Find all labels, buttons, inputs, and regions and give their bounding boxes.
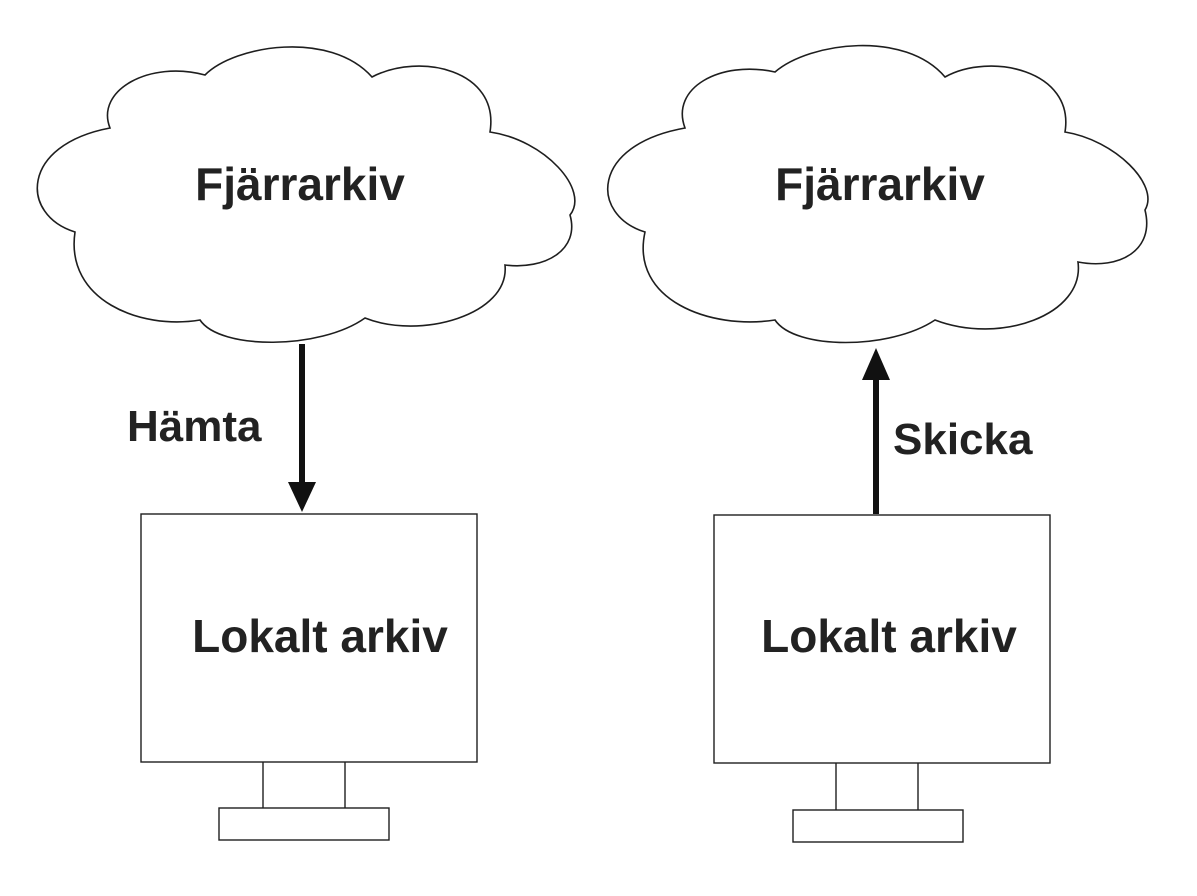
right-monitor-screen [713,514,1051,764]
left-monitor-screen [140,513,478,763]
right-push-arrow [862,348,890,514]
right-cloud-shape [607,44,1149,344]
right-arrow-head [862,348,890,380]
left-fetch-arrow [288,344,316,512]
left-remote-label: Fjärrarkiv [195,158,405,210]
right-local-label: Lokalt arkiv [761,610,1017,662]
left-cloud-shape [36,46,576,344]
right-monitor-base [792,809,964,843]
left-local-repo-computer: Lokalt arkiv [140,513,478,841]
right-local-repo-computer: Lokalt arkiv [713,514,1051,843]
right-remote-label: Fjärrarkiv [775,158,985,210]
left-action-label: Hämta [127,402,262,451]
left-monitor-base [218,807,390,841]
right-remote-repo-cloud: Fjärrarkiv [607,44,1149,344]
left-arrow-head [288,482,316,512]
left-remote-repo-cloud: Fjärrarkiv [36,46,576,344]
left-local-label: Lokalt arkiv [192,610,448,662]
right-action-label: Skicka [893,415,1033,464]
